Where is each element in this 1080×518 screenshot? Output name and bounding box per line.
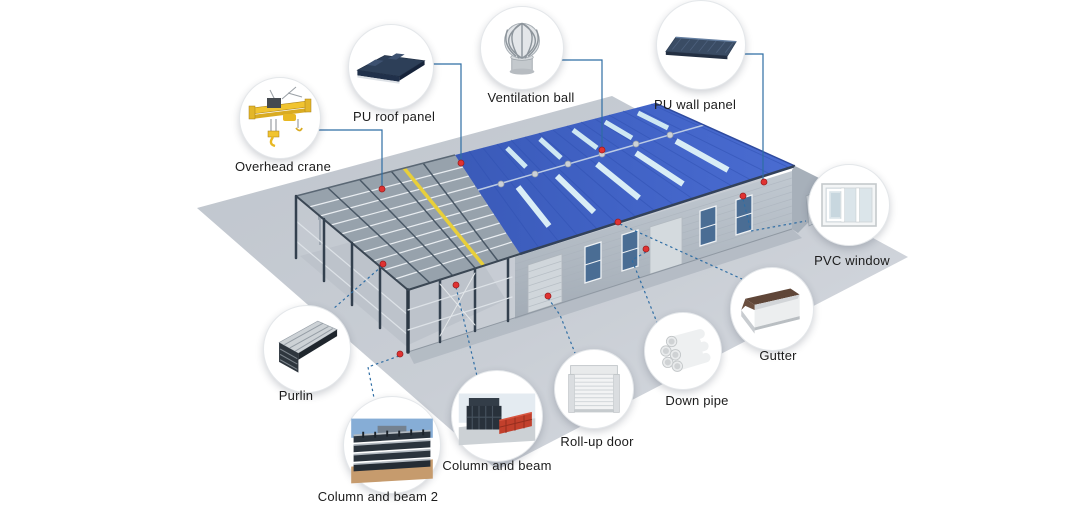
marker-overhead-crane <box>378 185 386 193</box>
line-pu-roof-panel <box>431 63 462 160</box>
column-and-beam-label: Column and beam <box>442 458 552 473</box>
pvc-window-icon <box>821 183 877 227</box>
building-shadow <box>408 229 802 364</box>
down-pipe-label: Down pipe <box>665 393 729 408</box>
roll-up-door-label: Roll-up door <box>560 434 634 449</box>
steel-frame <box>294 194 521 354</box>
column-and-beam-2-icon <box>351 418 433 484</box>
wall-rollup-door <box>527 253 563 314</box>
marker-pu-roof-panel <box>457 159 465 167</box>
roof-deck <box>295 154 520 290</box>
pu-wall-panel-icon <box>665 36 737 60</box>
ventilation-ball-icon <box>504 22 540 75</box>
pu-roof-panel-label: PU roof panel <box>352 109 436 124</box>
pu-wall-panel-label: PU wall panel <box>653 97 737 112</box>
callout-lines <box>317 53 807 399</box>
wall-windows <box>584 194 753 284</box>
column-and-beam-icon <box>458 393 536 446</box>
highlighted-yellow-purlin <box>402 166 486 268</box>
side-wall <box>407 171 793 353</box>
roof-skylights-back <box>505 110 670 169</box>
gutter-label: Gutter <box>759 348 797 363</box>
line-pu-wall-panel <box>741 53 764 179</box>
marker-column-and-beam-2 <box>396 350 404 358</box>
column-and-beam-2-label: Column and beam 2 <box>317 489 439 504</box>
roll-up-door-icon <box>568 365 620 413</box>
marker-ventilation-ball <box>598 146 606 154</box>
purlin-icon <box>278 320 338 373</box>
down-pipe-icon <box>660 329 711 372</box>
ridge-vent-balls <box>497 131 674 188</box>
line-roll-up-door <box>547 297 576 354</box>
line-ventilation-ball <box>560 59 603 147</box>
marker-purlin <box>379 260 387 268</box>
marker-down-pipe <box>642 245 650 253</box>
purlin-label: Purlin <box>278 388 314 403</box>
marker-pvc-window <box>739 192 747 200</box>
marker-dots <box>378 146 768 358</box>
roof-skylights-front <box>515 138 730 228</box>
gutter-icon <box>741 288 800 334</box>
overhead-crane-label: Overhead crane <box>234 159 332 174</box>
line-column-and-beam <box>455 286 478 377</box>
pvc-window-label: PVC window <box>814 253 890 268</box>
line-gutter <box>619 223 743 280</box>
roof-ridge <box>477 124 705 191</box>
overhead-crane-icon <box>248 86 312 148</box>
marker-gutter <box>614 218 622 226</box>
line-down-pipe <box>631 251 659 326</box>
marker-pu-wall-panel <box>760 178 768 186</box>
line-overhead-crane <box>317 129 383 186</box>
marker-roll-up-door <box>544 292 552 300</box>
blue-roof <box>455 102 796 256</box>
marker-column-and-beam <box>452 281 460 289</box>
pu-roof-panel-icon <box>356 53 426 84</box>
ventilation-ball-label: Ventilation ball <box>487 90 575 105</box>
